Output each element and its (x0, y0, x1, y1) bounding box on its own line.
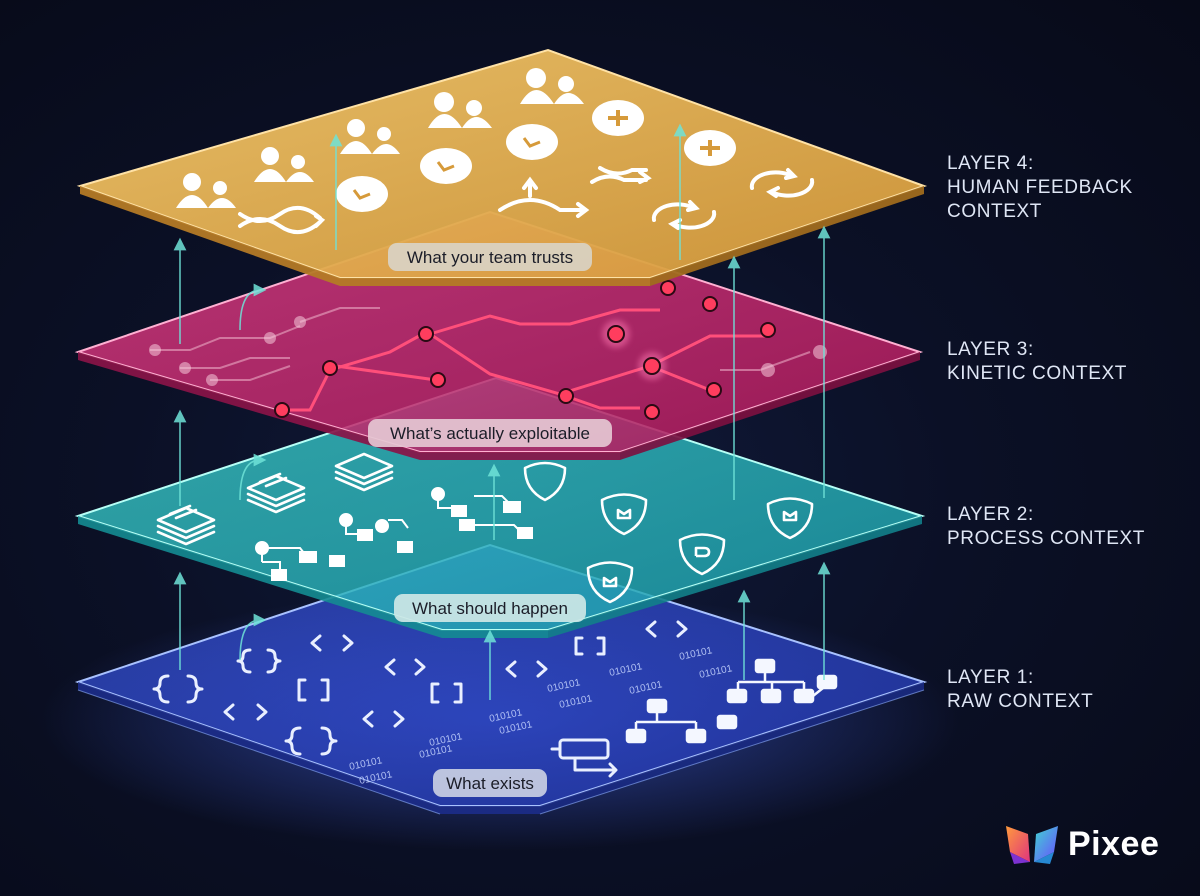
refresh-icon (651, 200, 717, 230)
caption-layer-4: What your team trusts (388, 243, 592, 271)
svg-text:What’s actually exploitable: What’s actually exploitable (390, 424, 590, 443)
layer-4-label: LAYER 4: HUMAN FEEDBACK CONTEXT (947, 153, 1133, 222)
document-stack-icon (334, 452, 394, 492)
layer-2-label: LAYER 2: PROCESS CONTEXT (947, 504, 1145, 549)
person-icon (428, 92, 492, 128)
shuffle-arrows-icon (590, 166, 652, 184)
code-bracket-icon (645, 620, 688, 638)
code-bracket-icon (223, 703, 268, 721)
caption-layer-3: What’s actually exploitable (368, 419, 612, 447)
document-stack-icon (246, 472, 306, 514)
connector-arrows (173, 123, 831, 700)
code-bracket-icon (384, 658, 426, 676)
brand-name: Pixee (1068, 824, 1160, 863)
layer-2-process-plane (74, 376, 926, 638)
person-icon (254, 147, 314, 182)
refresh-icon (749, 168, 815, 198)
person-icon (520, 68, 584, 104)
code-bracket-icon (505, 660, 548, 678)
code-bracket-icon (297, 678, 330, 702)
code-bracket-icon (284, 726, 338, 756)
tree-structure-icon (625, 658, 838, 744)
flowchart-icon (255, 487, 533, 581)
person-icon (176, 173, 236, 208)
layer-3-kinetic-plane (74, 210, 924, 460)
svg-text:What should happen: What should happen (412, 599, 568, 618)
caption-layer-1: What exists (433, 769, 547, 797)
document-stack-icon (156, 504, 216, 546)
layer-1-raw-plane: 010101 010101 010101 010101 010101 01010… (74, 543, 928, 815)
code-bracket-icon (152, 674, 204, 704)
code-bracket-icon (430, 682, 463, 704)
person-icon (340, 119, 400, 154)
red-hotspot-icon (274, 280, 776, 420)
layer-3-label: LAYER 3: KINETIC CONTEXT (947, 339, 1128, 384)
layer-1-label: LAYER 1: RAW CONTEXT (947, 667, 1094, 712)
shield-badge-icon (523, 461, 814, 604)
brand-lockup: Pixee (1004, 822, 1159, 866)
code-bracket-icon (362, 710, 405, 728)
layer-4-human-feedback-plane (76, 48, 928, 286)
check-circle-icon (336, 124, 558, 212)
code-bracket-icon (574, 636, 606, 656)
code-bracket-icon (236, 648, 282, 674)
loop-icon (550, 738, 618, 778)
plus-circle-icon (592, 100, 736, 166)
shuffle-arrows-icon (238, 206, 326, 234)
svg-text:What your team trusts: What your team trusts (407, 248, 573, 267)
code-bracket-icon (310, 634, 354, 652)
pixee-logo-icon (1006, 826, 1058, 864)
svg-text:What exists: What exists (446, 774, 534, 793)
branch-arrows-icon (498, 176, 590, 218)
caption-layer-2: What should happen (394, 594, 586, 622)
